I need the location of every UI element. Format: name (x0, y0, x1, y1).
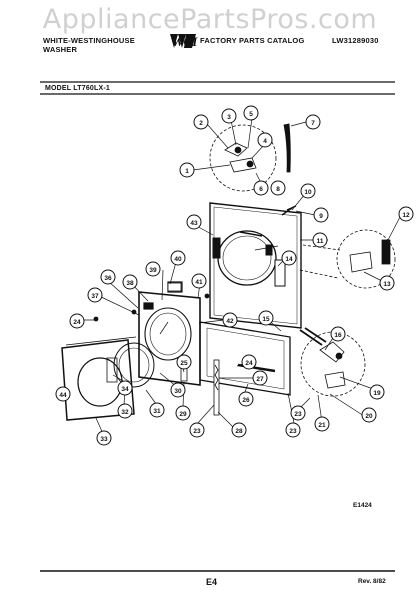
callout-7: 7 (311, 120, 315, 127)
callout-37: 38 (126, 280, 134, 287)
callout-4: 4 (263, 138, 267, 145)
callout-2: 2 (199, 120, 203, 127)
callout-12: 12 (402, 212, 410, 219)
callout-3: 3 (227, 114, 231, 121)
callout-23b: 23 (294, 411, 302, 418)
callout-42: 43 (190, 220, 198, 227)
hinge-inset (299, 229, 396, 289)
callout-40: 41 (195, 279, 203, 286)
callout-36: 37 (91, 293, 99, 300)
callout-16: 16 (334, 332, 342, 339)
callout-20: 20 (365, 413, 373, 420)
callout-21: 21 (318, 422, 326, 429)
callout-30: 30 (174, 388, 182, 395)
callout-23: 23 (193, 428, 201, 435)
callout-34: 34 (121, 386, 129, 393)
callout-numbers: 2 3 5 4 1 6 7 8 10 9 12 11 13 14 43 40 4… (59, 111, 410, 443)
callout-43: 44 (59, 392, 67, 399)
brand-line-2: WASHER (43, 45, 78, 54)
callout-9: 9 (319, 213, 323, 220)
brand-line-1: WHITE-WESTINGHOUSE (43, 36, 135, 45)
callout-19: 19 (373, 390, 381, 397)
callout-24: 24 (73, 319, 81, 326)
callout-14: 14 (285, 256, 293, 263)
callout-26: 26 (242, 397, 250, 404)
page-number: E4 (206, 577, 218, 587)
watermark: AppliancePartsPros.com (42, 4, 378, 35)
model-number: MODEL LT760LX-1 (45, 85, 110, 92)
revision: Rev. 8/82 (358, 578, 386, 585)
callout-bubbles (55, 105, 414, 446)
callout-13: 13 (383, 281, 391, 288)
callout-27: 27 (256, 376, 264, 383)
callout-35: 36 (104, 275, 112, 282)
callout-24b: 24 (245, 360, 253, 367)
callout-25: 25 (180, 360, 188, 367)
callout-28: 28 (235, 428, 243, 435)
callout-41: 42 (226, 318, 234, 325)
callout-8: 8 (276, 186, 280, 193)
cabinet-panel (209, 202, 302, 329)
callout-38: 39 (149, 267, 157, 274)
door-panel (61, 336, 155, 421)
callout-32: 32 (121, 409, 129, 416)
callout-29: 29 (179, 411, 187, 418)
callout-33: 33 (100, 436, 108, 443)
callout-11: 11 (317, 238, 324, 245)
catalog-number: LW31289030 (332, 36, 379, 45)
wci-logo: WCI (170, 34, 198, 49)
callout-31: 31 (153, 408, 161, 415)
diagram-code: E1424 (353, 502, 372, 509)
logo-text: WCI (172, 34, 198, 49)
catalog-title: FACTORY PARTS CATALOG (200, 36, 305, 45)
callout-6: 6 (259, 186, 263, 193)
callout-1: 1 (185, 168, 189, 175)
control-inset (209, 123, 291, 192)
callout-5: 5 (249, 111, 253, 118)
door-frame (138, 281, 201, 386)
callout-23c: 23 (289, 428, 297, 435)
callout-10: 10 (304, 189, 312, 196)
callout-39: 40 (174, 256, 182, 263)
callout-15: 15 (262, 316, 270, 323)
